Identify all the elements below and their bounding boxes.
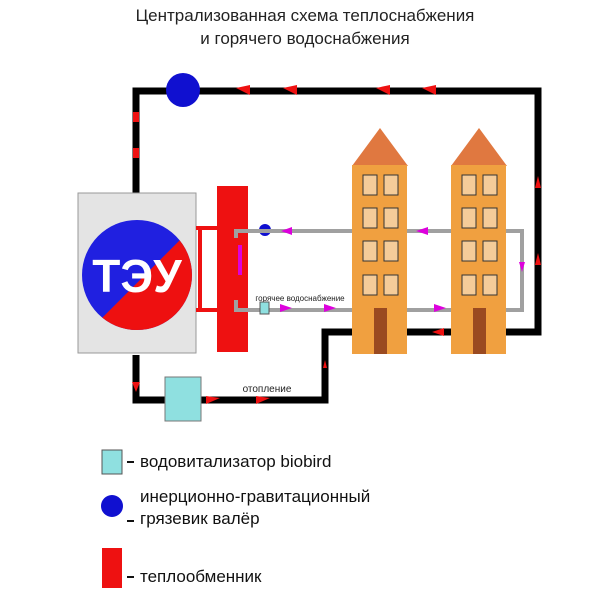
- teu-heat-exchanger-connectors: [196, 226, 218, 312]
- water-vitalizer-small: [259, 301, 270, 315]
- diagram-title: Централизованная схема теплоснабжения и …: [0, 4, 610, 50]
- legend-blue-circle-icon: [101, 495, 134, 522]
- title-line-2: и горячего водоснабжения: [200, 29, 410, 48]
- teu-emblem: ТЭУ: [82, 220, 192, 330]
- building-1: [352, 128, 408, 354]
- legend-red-rectangle-icon: [102, 548, 134, 588]
- legend-label-mud-trap-line-2: грязевик валёр: [140, 509, 260, 528]
- legend-item-water-vitalizer: водовитализатор biobird: [100, 448, 331, 476]
- legend-cyan-square-icon: [101, 449, 134, 475]
- legend-label-mud-trap-line-1: инерционно-гравитационный: [140, 487, 371, 506]
- title-line-1: Централизованная схема теплоснабжения: [135, 6, 475, 25]
- hot-water-flow-arrows: [238, 227, 525, 312]
- teu-label: ТЭУ: [92, 250, 183, 302]
- legend-item-mud-trap: инерционно-гравитационный грязевик валёр: [100, 484, 370, 532]
- building-2: [451, 128, 507, 354]
- heating-label: отопление: [243, 384, 292, 395]
- legend-label-water-vitalizer: водовитализатор biobird: [140, 452, 332, 471]
- water-vitalizer-large: [164, 376, 202, 422]
- hot-water-label: горячее водоснабжение: [255, 294, 345, 303]
- mud-trap-circle: [166, 73, 200, 107]
- heating-flow-arrows: [132, 85, 541, 404]
- legend-item-heat-exchanger: теплообменник: [100, 547, 262, 589]
- legend-label-heat-exchanger: теплообменник: [140, 567, 262, 586]
- heat-exchanger: [217, 186, 248, 352]
